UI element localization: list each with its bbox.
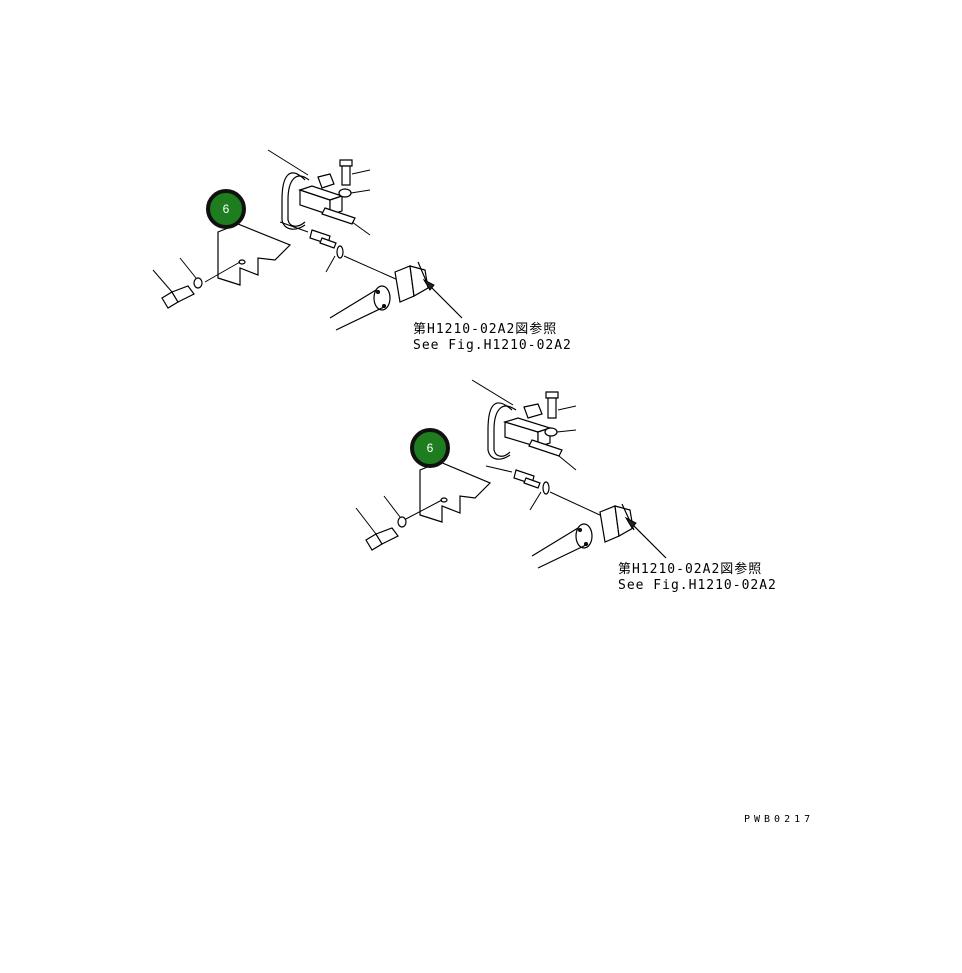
callout-japanese: 第H1210-02A2図参照: [618, 562, 763, 577]
connector-2: [523, 403, 543, 419]
wire-harness-2: [487, 402, 513, 460]
callout-upper: 第H1210-02A2図参照 See Fig.H1210-02A2: [413, 322, 572, 354]
flange: [373, 285, 391, 311]
washer-2: [544, 427, 558, 437]
callout-english: See Fig.H1210-02A2: [618, 578, 777, 593]
part-badge-upper[interactable]: 6: [206, 189, 246, 229]
flange-2: [575, 523, 593, 549]
part-badge-lower[interactable]: 6: [410, 428, 450, 468]
cover-plate: [217, 223, 292, 286]
bolt: [339, 159, 353, 167]
pipe-2: [531, 527, 589, 569]
bolt-2: [545, 391, 559, 399]
callout-english: See Fig.H1210-02A2: [413, 338, 572, 353]
upper-assembly: [152, 149, 463, 331]
washer-lower-2: [397, 516, 407, 528]
washer-lower: [193, 277, 203, 289]
o-ring-2: [542, 481, 550, 495]
wire-harness: [281, 172, 306, 230]
connector: [317, 173, 335, 189]
callout-lower: 第H1210-02A2図参照 See Fig.H1210-02A2: [618, 562, 777, 594]
callout-japanese: 第H1210-02A2図参照: [413, 322, 558, 337]
lower-assembly: [355, 379, 667, 569]
pipe: [329, 289, 387, 331]
cover-plate-2: [419, 461, 492, 523]
badge-label: 6: [223, 202, 230, 216]
badge-label: 6: [427, 441, 434, 455]
washer: [338, 188, 352, 198]
o-ring: [336, 245, 344, 259]
drawing-code: PWB0217: [744, 814, 815, 825]
